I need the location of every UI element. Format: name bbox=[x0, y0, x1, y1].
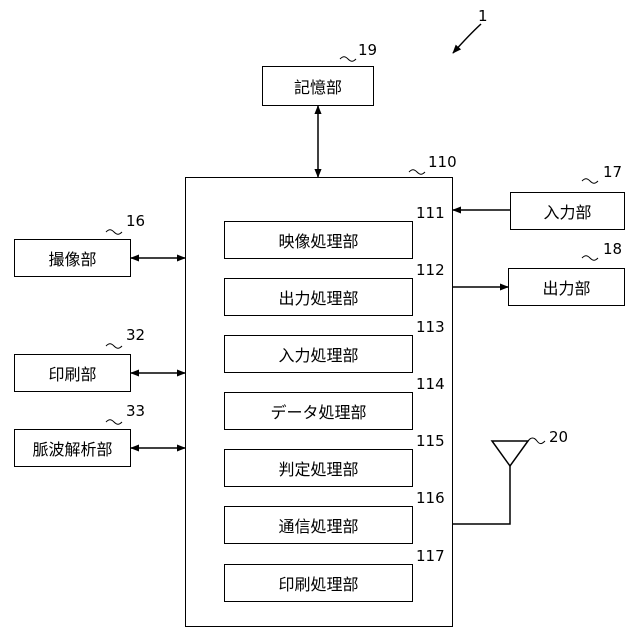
processing-unit-label: 出力処理部 bbox=[278, 285, 358, 309]
antenna-icon bbox=[492, 441, 528, 466]
ref-leader-17 bbox=[582, 179, 598, 184]
processing-unit-label: 映像処理部 bbox=[278, 228, 358, 252]
processing-unit-data: データ処理部 bbox=[224, 392, 413, 430]
processing-unit-label: データ処理部 bbox=[270, 399, 366, 423]
processing-unit-label: 印刷処理部 bbox=[278, 571, 358, 595]
processing-unit-ref: 111 bbox=[416, 206, 445, 221]
pulse-analyzer-unit-label: 脈波解析部 bbox=[32, 436, 112, 460]
processing-unit-ref: 117 bbox=[416, 549, 445, 564]
printer-unit-label: 印刷部 bbox=[48, 361, 96, 385]
memory-unit-box: 記憶部 bbox=[262, 66, 374, 106]
pulse-analyzer-unit-box: 脈波解析部 bbox=[14, 429, 131, 467]
figure-number: 1 bbox=[478, 9, 488, 24]
processing-unit-communication: 通信処理部 bbox=[224, 506, 413, 544]
processing-unit-label: 判定処理部 bbox=[278, 456, 358, 480]
memory-unit-label: 記憶部 bbox=[294, 74, 342, 98]
processing-unit-video: 映像処理部 bbox=[224, 221, 413, 259]
memory-unit-ref: 19 bbox=[358, 43, 377, 58]
controller-ref: 110 bbox=[428, 155, 457, 170]
ref-leader-19 bbox=[340, 57, 356, 62]
ref-leader-16 bbox=[106, 230, 122, 235]
processing-unit-label: 通信処理部 bbox=[278, 513, 358, 537]
camera-unit-box: 撮像部 bbox=[14, 239, 131, 277]
camera-unit-label: 撮像部 bbox=[48, 246, 96, 270]
input-unit-ref: 17 bbox=[603, 165, 622, 180]
camera-unit-ref: 16 bbox=[126, 214, 145, 229]
ref-leader-33 bbox=[106, 420, 122, 425]
ref-leader-110 bbox=[409, 170, 425, 175]
ref-leader-18 bbox=[582, 256, 598, 261]
ref-leader-32 bbox=[106, 344, 122, 349]
processing-unit-ref: 112 bbox=[416, 263, 445, 278]
pulse-analyzer-unit-ref: 33 bbox=[126, 404, 145, 419]
output-unit-box: 出力部 bbox=[508, 268, 625, 306]
output-unit-label: 出力部 bbox=[542, 275, 590, 299]
processing-unit-output: 出力処理部 bbox=[224, 278, 413, 316]
processing-unit-label: 入力処理部 bbox=[278, 342, 358, 366]
printer-unit-box: 印刷部 bbox=[14, 354, 131, 392]
figure-arrow bbox=[453, 24, 481, 53]
processing-unit-ref: 115 bbox=[416, 434, 445, 449]
processing-unit-ref: 116 bbox=[416, 491, 445, 506]
processing-unit-input: 入力処理部 bbox=[224, 335, 413, 373]
processing-unit-judgement: 判定処理部 bbox=[224, 449, 413, 487]
antenna-ref: 20 bbox=[549, 430, 568, 445]
processing-unit-ref: 114 bbox=[416, 377, 445, 392]
processing-unit-print: 印刷処理部 bbox=[224, 564, 413, 602]
input-unit-label: 入力部 bbox=[543, 199, 591, 223]
input-unit-box: 入力部 bbox=[510, 192, 625, 230]
output-unit-ref: 18 bbox=[603, 242, 622, 257]
printer-unit-ref: 32 bbox=[126, 328, 145, 343]
processing-unit-ref: 113 bbox=[416, 320, 445, 335]
ref-leader-20 bbox=[528, 438, 545, 444]
